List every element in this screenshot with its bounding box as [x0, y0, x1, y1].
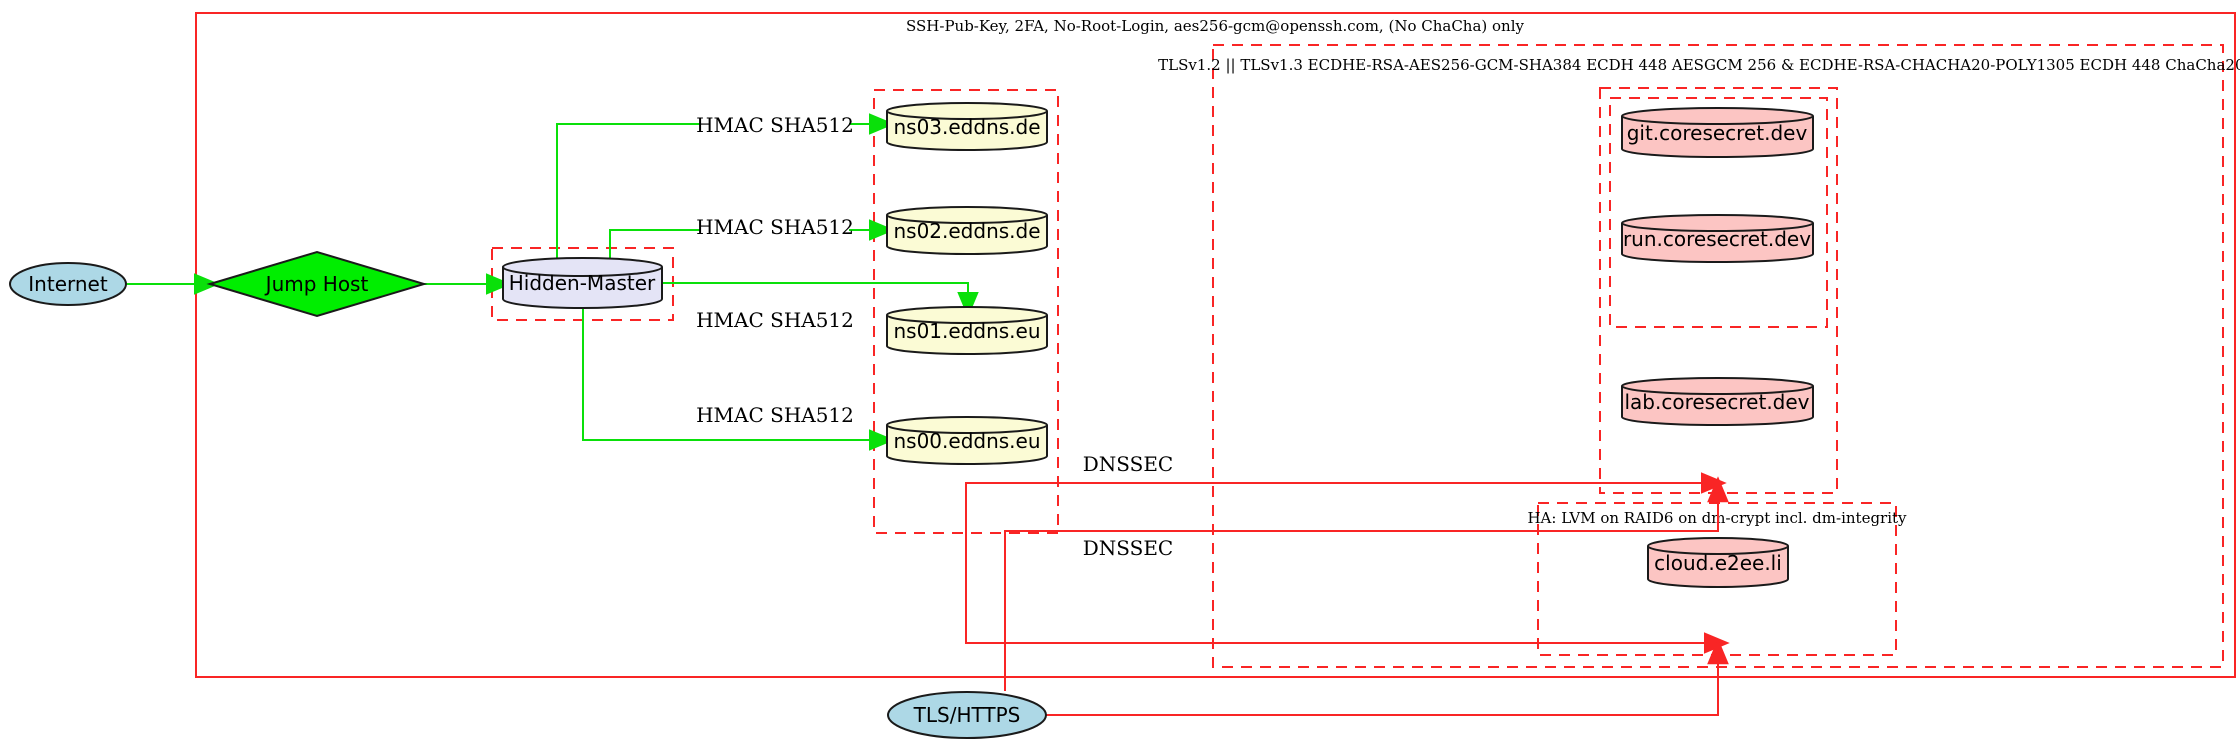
edge-label-dnssec-1: DNSSEC — [1083, 452, 1174, 476]
cloud-cylinder-rim — [1647, 545, 1789, 555]
tls-https-label: TLS/HTTPS — [913, 703, 1021, 727]
internet-label: Internet — [28, 272, 108, 296]
ns02-cylinder-rim — [886, 214, 1048, 224]
label-backplate — [701, 113, 849, 136]
node-cloud: cloud.e2ee.li — [1647, 537, 1789, 588]
node-ns00: ns00.eddns.eu — [886, 416, 1048, 465]
node-ns03: ns03.eddns.de — [886, 102, 1048, 151]
lab-label: lab.coresecret.dev — [1624, 390, 1809, 414]
git-cylinder — [1621, 107, 1814, 158]
node-git: git.coresecret.dev — [1621, 107, 1814, 158]
ns02-cylinder — [886, 206, 1048, 255]
cluster-ssh-border — [195, 12, 2236, 678]
edge-tlshttps-ha — [1046, 638, 1729, 716]
run-cylinder-rim — [1621, 222, 1814, 232]
ns01-cylinder-rim — [886, 314, 1048, 324]
git-label: git.coresecret.dev — [1627, 121, 1808, 145]
hidden-master-cylinder — [502, 257, 663, 309]
cluster-dns-border — [873, 89, 1059, 534]
svg-text:HMAC SHA512: HMAC SHA512 — [696, 215, 854, 239]
node-internet: Internet — [9, 262, 127, 306]
ns01-label: ns01.eddns.eu — [893, 319, 1040, 343]
edge-dns-ha-dnssec — [965, 533, 1730, 654]
ns01-cylinder — [886, 306, 1048, 355]
ns03-label: ns03.eddns.de — [893, 115, 1040, 139]
jump-host-diamond — [206, 250, 428, 318]
node-ns01: ns01.eddns.eu — [886, 306, 1048, 355]
node-ns02: ns02.eddns.de — [886, 206, 1048, 255]
node-jump-host: Jump Host — [206, 250, 428, 318]
jump-host-label: Jump Host — [264, 272, 369, 296]
git-cylinder-rim — [1621, 115, 1814, 125]
ns02-label: ns02.eddns.de — [893, 219, 1040, 243]
run-label: run.coresecret.dev — [1623, 227, 1811, 251]
run-cylinder — [1621, 214, 1814, 263]
ns00-cylinder-rim — [886, 424, 1048, 434]
node-tls-https: TLS/HTTPS — [887, 691, 1047, 739]
node-run: run.coresecret.dev — [1621, 214, 1814, 263]
ns03-cylinder — [886, 102, 1048, 151]
cluster-tls-label: TLSv1.2 || TLSv1.3 ECDHE-RSA-AES256-GCM-… — [1158, 56, 2240, 74]
label-backplate — [701, 216, 849, 239]
cloud-cylinder — [1647, 537, 1789, 588]
cloud-label: cloud.e2ee.li — [1654, 551, 1782, 575]
ns00-label: ns00.eddns.eu — [893, 429, 1040, 453]
edge-hiddenmaster-ns00 — [582, 307, 895, 451]
lab-cylinder-rim — [1621, 385, 1814, 395]
edge-dns-coresecret-dnssec — [965, 472, 1727, 533]
node-lab: lab.coresecret.dev — [1621, 377, 1814, 426]
tls-https-ellipse — [887, 691, 1047, 739]
cluster-gitrun-border — [1609, 97, 1828, 328]
edge-tlshttps-coresecret — [1004, 476, 1729, 691]
edge-hiddenmaster-ns01 — [662, 282, 979, 318]
edge-label-dnssec-2: DNSSEC — [1083, 536, 1174, 560]
node-hidden-master: Hidden-Master — [502, 257, 663, 309]
lab-cylinder — [1621, 377, 1814, 426]
edge-hiddenmaster-ns03 — [556, 113, 895, 260]
hidden-master-cylinder-rim — [502, 266, 663, 277]
hidden-master-label: Hidden-Master — [509, 271, 656, 295]
edge-label-hmac-4: HMAC SHA512 — [696, 403, 854, 427]
edge-label-hmac-1: HMAC SHA512 — [696, 113, 854, 137]
ns00-cylinder — [886, 416, 1048, 465]
svg-text:HMAC SHA512: HMAC SHA512 — [696, 113, 854, 137]
edge-label-hmac-3: HMAC SHA512 — [696, 308, 854, 332]
internet-ellipse — [9, 262, 127, 306]
cluster-ssh-label: SSH-Pub-Key, 2FA, No-Root-Login, aes256-… — [906, 17, 1525, 35]
edge-label-hmac-2: HMAC SHA512 — [696, 215, 854, 239]
ns03-cylinder-rim — [886, 110, 1048, 120]
